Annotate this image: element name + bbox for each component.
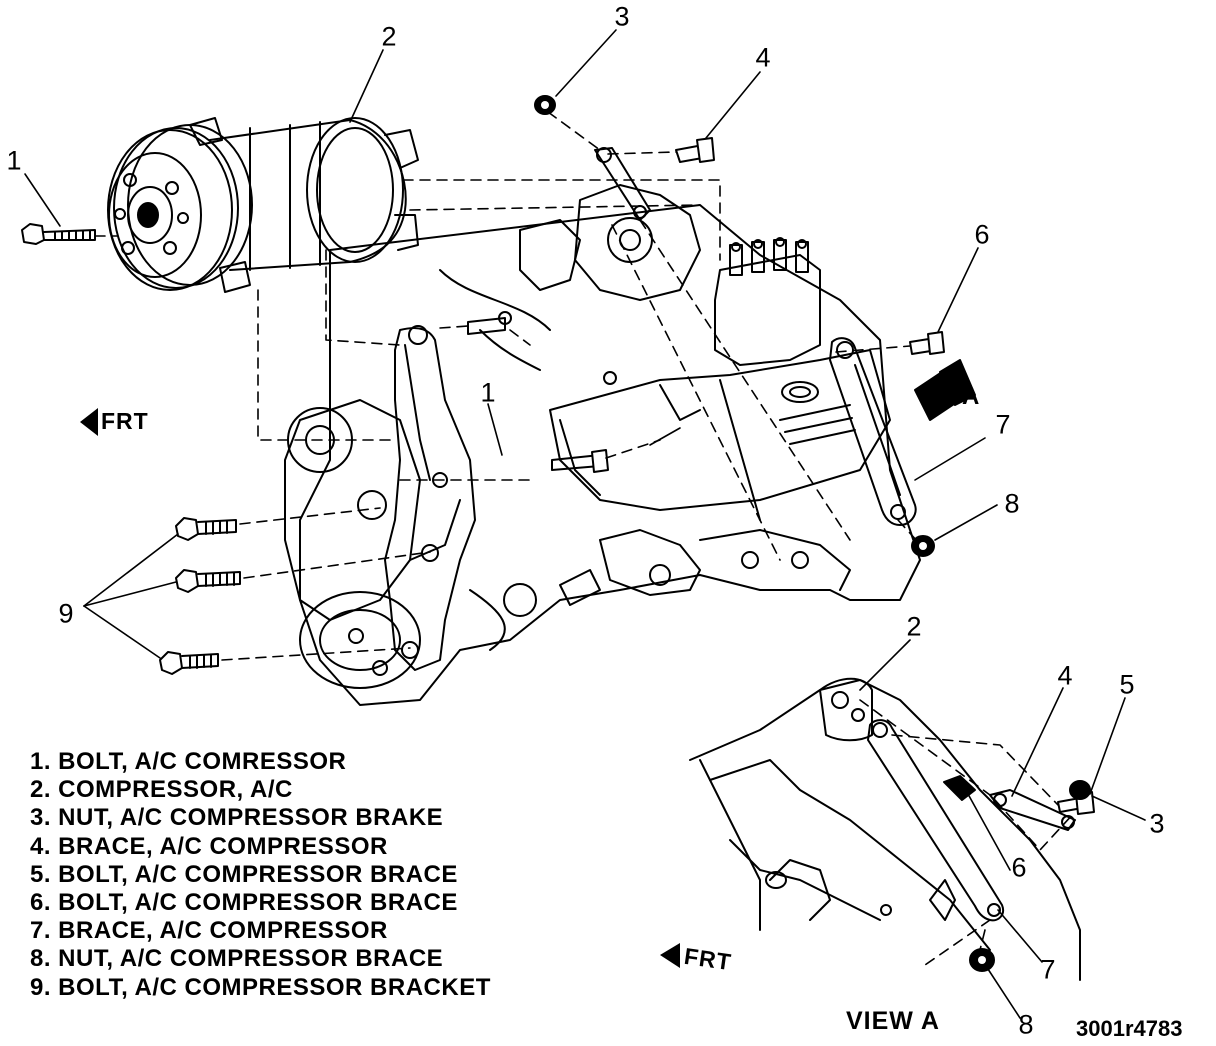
alignment-lines [94, 111, 919, 661]
frt-label-main: FRT [101, 408, 149, 434]
frt-arrow-main [80, 408, 98, 436]
view-a-callout-4: 4 [1057, 660, 1073, 691]
callout-4: 4 [755, 42, 771, 73]
callout-1: 1 [6, 145, 22, 176]
engine-block [284, 184, 921, 706]
callout-2: 2 [381, 21, 397, 52]
parts-legend: 1. BOLT, A/C COMRESSOR 2. COMPRESSOR, A/… [30, 748, 491, 1002]
view-a-callout-2: 2 [906, 611, 922, 642]
legend-item: 7. BRACE, A/C COMPRESSOR [30, 917, 388, 945]
view-a-dashed [859, 699, 1076, 966]
callout-1-secondary: 1 [480, 377, 496, 408]
callout-8: 8 [1004, 488, 1020, 519]
view-a-callout-6: 6 [1011, 852, 1027, 883]
callout-3: 3 [614, 1, 630, 32]
view-a-callout-8: 8 [1018, 1009, 1034, 1040]
fasteners-main [21, 95, 945, 675]
callout-9: 9 [58, 598, 74, 629]
legend-item: 4. BRACE, A/C COMPRESSOR [30, 832, 388, 860]
view-title: VIEW A [846, 1007, 940, 1035]
ac-compressor [107, 117, 419, 293]
legend-item: 9. BOLT, A/C COMPRESSOR BRACKET [30, 973, 491, 1001]
view-a-callout-5: 5 [1119, 669, 1135, 700]
view-a-callout-3: 3 [1149, 808, 1165, 839]
reference-code: 3001r4783 [1076, 1016, 1183, 1041]
legend-item: 1. BOLT, A/C COMRESSOR [30, 748, 347, 775]
view-a-arrow-label: A [962, 383, 980, 410]
callout-7: 7 [995, 409, 1011, 440]
right-brace [829, 337, 917, 526]
compressor-bracket [384, 325, 476, 671]
view-a-leaders [859, 639, 1146, 1019]
callout-6: 6 [974, 219, 990, 250]
upper-brace [594, 147, 651, 221]
legend-item: 2. COMPRESSOR, A/C [30, 776, 293, 804]
callout-leaders [24, 29, 998, 659]
legend-item: 6. BOLT, A/C COMPRESSOR BRACE [30, 889, 458, 917]
legend-item: 8. NUT, A/C COMPRESSOR BRACE [30, 945, 444, 973]
view-a-detail [689, 677, 1095, 981]
legend-item: 3. NUT, A/C COMPRESSOR BRAKE [30, 804, 444, 832]
view-a-arrow [914, 359, 976, 421]
view-a-callout-7: 7 [1040, 954, 1056, 985]
legend-item: 5. BOLT, A/C COMPRESSOR BRACE [30, 860, 458, 888]
frt-arrow-view [660, 943, 680, 968]
